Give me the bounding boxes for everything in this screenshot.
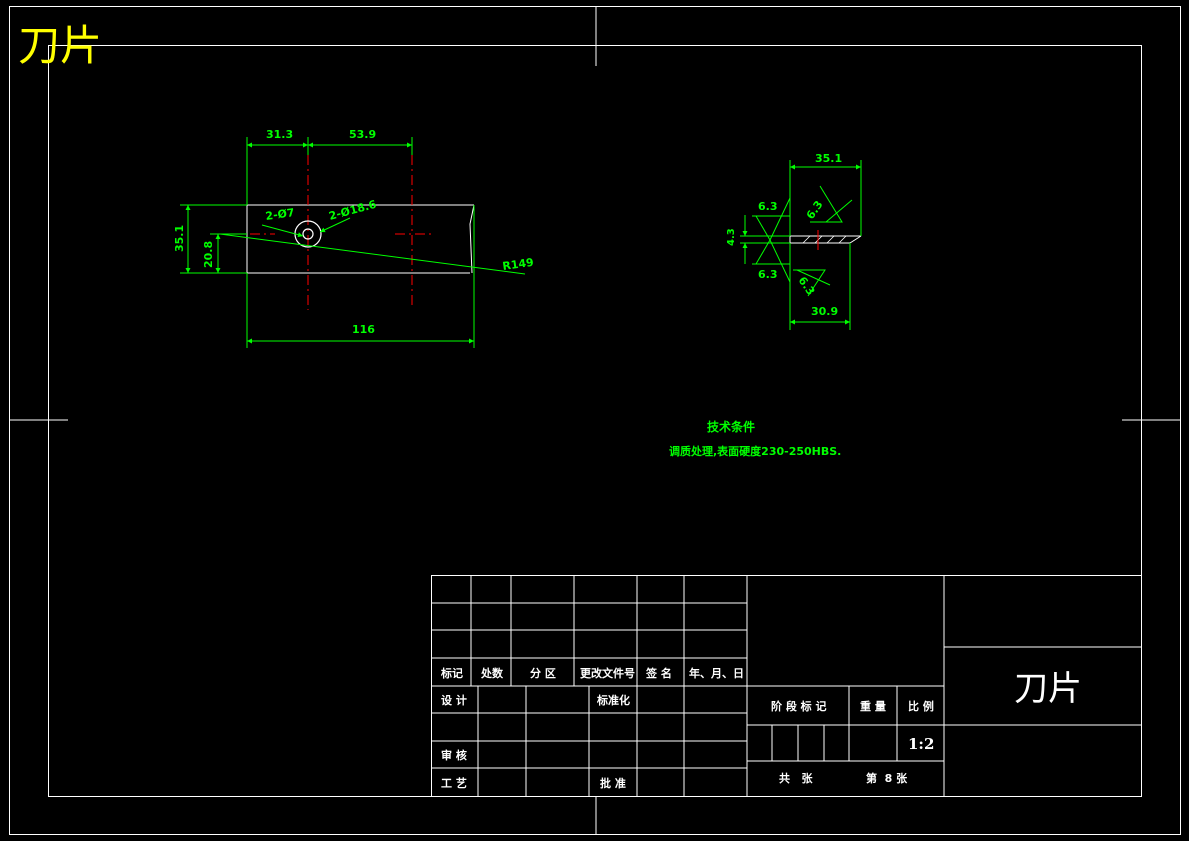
tb-header-zone: 分 区 (530, 666, 556, 680)
section-hatch (802, 235, 847, 244)
technical-notes: 技术条件 调质处理,表面硬度230-250HBS. (669, 419, 841, 458)
dimension-lines (185, 142, 474, 344)
dim-text-116: 116 (352, 323, 375, 336)
roughness-upper-right: 6.3 (804, 198, 826, 221)
tb-header-docno: 更改文件号 (580, 666, 635, 680)
section-dim-height: 4.3 (726, 228, 737, 246)
tech-note: 调质处理,表面硬度230-250HBS. (669, 444, 841, 458)
tb-scale-value: 1:2 (908, 735, 934, 753)
tb-approve: 批 准 (600, 776, 626, 790)
tb-total-sheets: 共 张 (779, 771, 813, 785)
tb-part-name: 刀片 (1014, 669, 1082, 709)
tb-sheet-no: 第 8 张 (866, 771, 908, 785)
section-outline (789, 235, 862, 244)
tb-scale-label: 比 例 (908, 699, 934, 713)
section-dimension-lines (740, 160, 862, 330)
tb-header-sign: 签 名 (645, 666, 672, 680)
radius-callout: R149 (502, 256, 535, 273)
section-view: 35.1 30.9 4.3 6.3 6.3 6.3 6.3 (726, 152, 862, 330)
blade-outline (246, 204, 475, 274)
roughness-lower-left: 6.3 (758, 268, 778, 281)
tb-header-date: 年、月、日 (689, 666, 744, 680)
corner-title: 刀片 (18, 21, 102, 70)
section-dim-top: 35.1 (815, 152, 842, 165)
dim-text-53-9: 53.9 (349, 128, 376, 141)
hole-large-callout: 2-Ø18.6 (327, 198, 378, 223)
sheet-frame (9, 6, 1181, 835)
tb-header-count: 处数 (480, 666, 504, 680)
tb-stage: 阶 段 标 记 (771, 699, 827, 713)
dim-text-31-3: 31.3 (266, 128, 293, 141)
dim-text-35-1: 35.1 (173, 225, 186, 252)
extension-lines (180, 137, 526, 348)
tb-process: 工 艺 (441, 776, 467, 790)
leader-hole-large (319, 217, 351, 233)
section-dim-bottom: 30.9 (811, 305, 838, 318)
tb-header-mark: 标记 (440, 666, 463, 680)
roughness-symbols (752, 185, 853, 297)
leader-hole-small (261, 224, 304, 238)
tb-design: 设 计 (441, 693, 467, 707)
dim-text-20-8: 20.8 (202, 241, 215, 268)
tech-heading: 技术条件 (707, 419, 755, 434)
tb-standard: 标准化 (596, 693, 630, 707)
centerlines (210, 155, 432, 310)
tb-review: 审 核 (441, 748, 467, 762)
hole-small-callout: 2-Ø7 (265, 206, 296, 223)
roughness-upper-left: 6.3 (758, 200, 778, 213)
front-view: 31.3 53.9 35.1 20.8 116 2-Ø7 2-Ø18.6 R14… (173, 128, 535, 348)
title-block (431, 575, 1142, 797)
tb-weight: 重 量 (860, 699, 886, 713)
